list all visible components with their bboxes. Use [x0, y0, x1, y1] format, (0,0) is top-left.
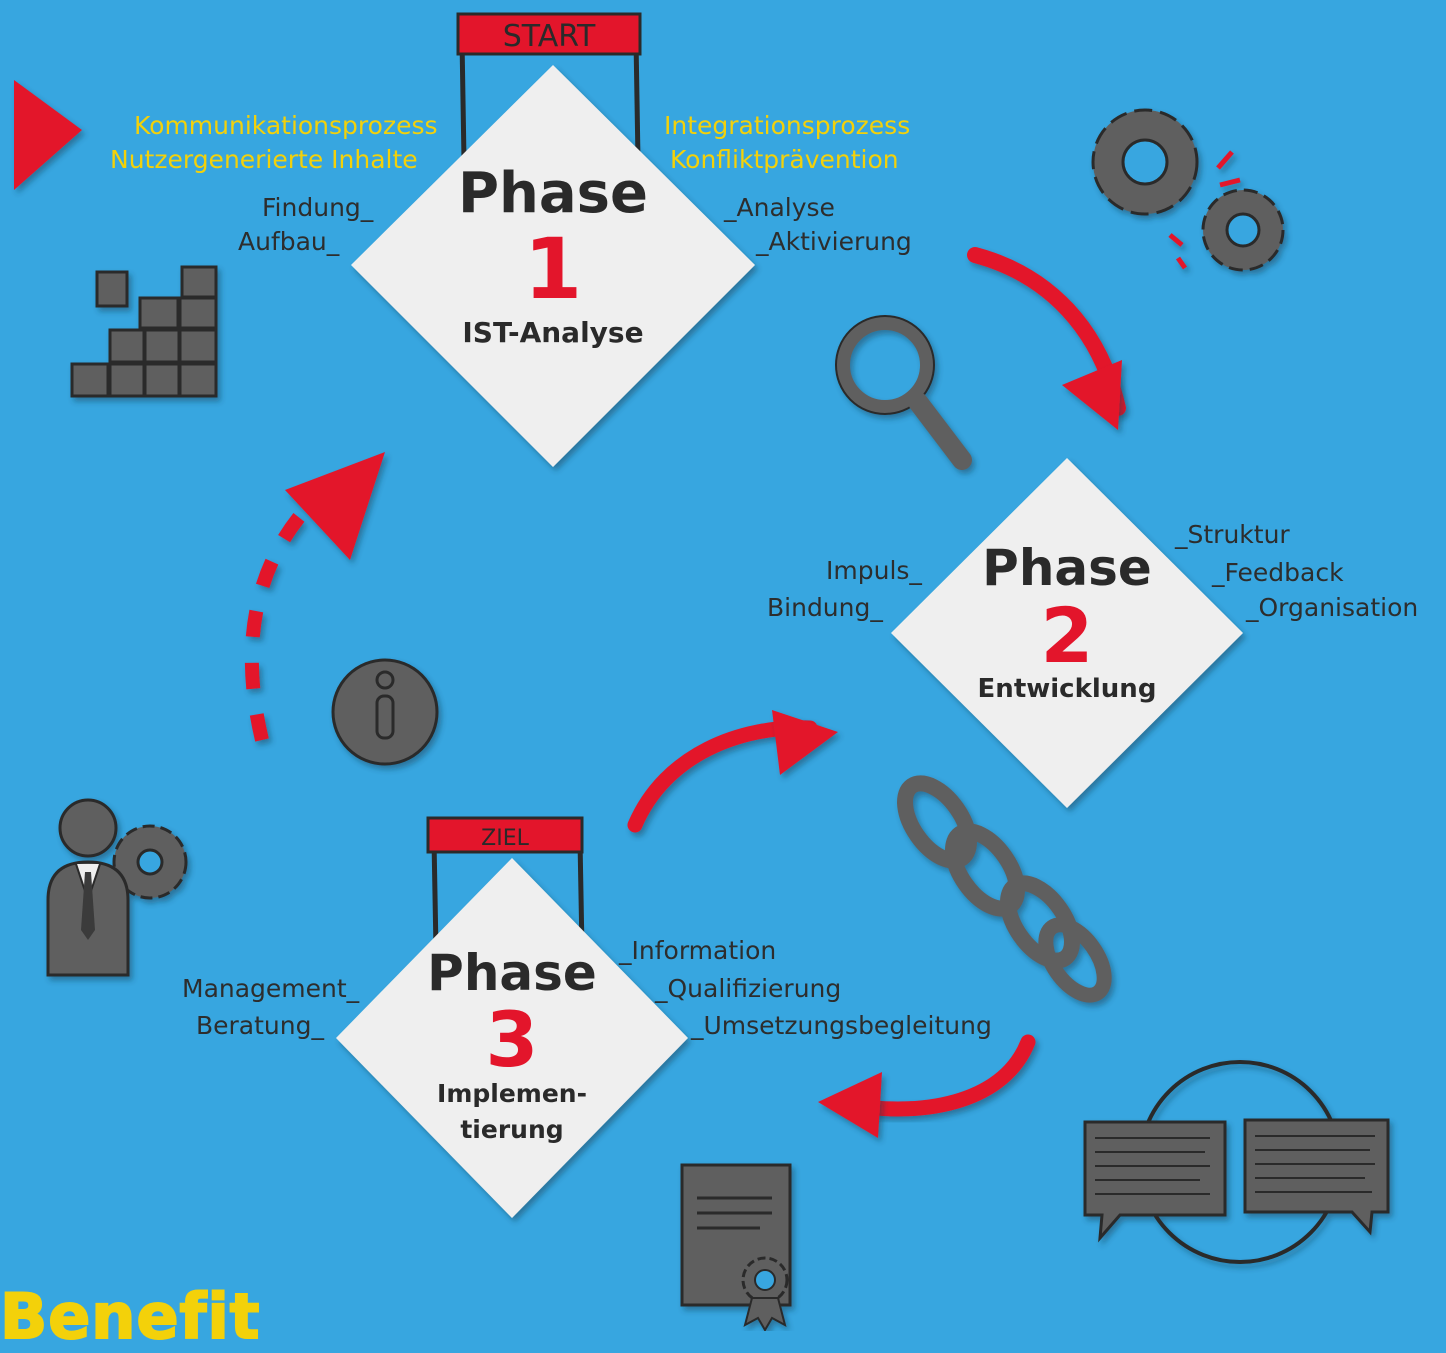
chain-icon — [897, 775, 1112, 1003]
phase-1-left-term-2: Aufbau_ — [238, 227, 340, 256]
phase-2-diamond — [891, 458, 1243, 808]
exchange-cards-icon — [1083, 1060, 1390, 1264]
arrow-phase2-to-phase3-head — [818, 1072, 882, 1138]
magnifier-icon — [835, 315, 972, 470]
phase-2-group: Phase 2 Entwicklung — [891, 458, 1243, 808]
phase-2-left-term-2: Bindung_ — [767, 593, 883, 622]
arrow-phase3-to-phase2-head — [772, 710, 838, 775]
phase-1-number: 1 — [524, 220, 582, 318]
phase-3-left-term-2: Beratung_ — [196, 1011, 324, 1040]
phase-3-right-term-1: _Information — [619, 936, 777, 965]
phase-3-subtitle-line2: tierung — [460, 1115, 563, 1144]
process-left-2: Nutzergenerierte Inhalte — [110, 145, 418, 174]
play-triangle-icon — [14, 80, 82, 190]
phase-2-right-term-3: _Organisation — [1246, 593, 1419, 622]
phase-2-right-term-1: _Struktur — [1175, 520, 1290, 549]
phase-2-word: Phase — [982, 539, 1152, 597]
gears-icon — [1091, 108, 1285, 272]
phase-1-group: START Phase 1 IST-Analyse — [351, 12, 755, 467]
process-right-2: Konfliktprävention — [670, 145, 899, 174]
phase-3-right-term-3: _Umsetzungsbegleitung — [691, 1011, 992, 1040]
phase-3-number: 3 — [486, 995, 539, 1084]
phase-2-right-term-2: _Feedback — [1212, 558, 1344, 587]
phase-3-left-term-1: Management_ — [182, 974, 360, 1003]
phase-1-right-term-2: _Aktivierung — [756, 227, 912, 256]
certificate-icon — [680, 1163, 792, 1331]
info-icon — [331, 658, 439, 766]
phase-3-word: Phase — [427, 944, 597, 1002]
phase-2-subtitle: Entwicklung — [978, 674, 1157, 704]
process-right-1: Integrationsprozess — [664, 111, 911, 140]
phase-3-diamond — [336, 858, 688, 1218]
phase-1-right-term-1: _Analyse — [724, 193, 835, 222]
phase-1-subtitle: IST-Analyse — [462, 316, 643, 349]
start-banner-label: START — [503, 19, 596, 54]
arrow-phase3-to-phase1-head — [285, 452, 385, 560]
phase-1-word: Phase — [458, 161, 648, 226]
phase-2-left-term-1: Impuls_ — [826, 556, 922, 585]
process-left-1: Kommunikationsprozess — [134, 111, 438, 140]
phase-3-right-term-2: _Qualifizierung — [655, 974, 842, 1003]
goal-banner-label: ZIEL — [481, 826, 529, 851]
phase-1-diamond — [351, 65, 755, 467]
phase-2-number: 2 — [1041, 591, 1094, 680]
phase-3-subtitle-line1: Implemen- — [437, 1079, 587, 1108]
start-banner: START — [456, 12, 642, 161]
footer-title: Benefit — [0, 1280, 261, 1353]
phase-1-left-term-1: Findung_ — [262, 193, 374, 222]
arrow-phase1-to-phase2-head — [1062, 360, 1122, 430]
blocks-stairs-icon — [70, 265, 218, 398]
businessman-gear-icon — [46, 798, 188, 977]
phase-3-group: ZIEL Phase 3 Implemen- tierung — [336, 816, 688, 1218]
